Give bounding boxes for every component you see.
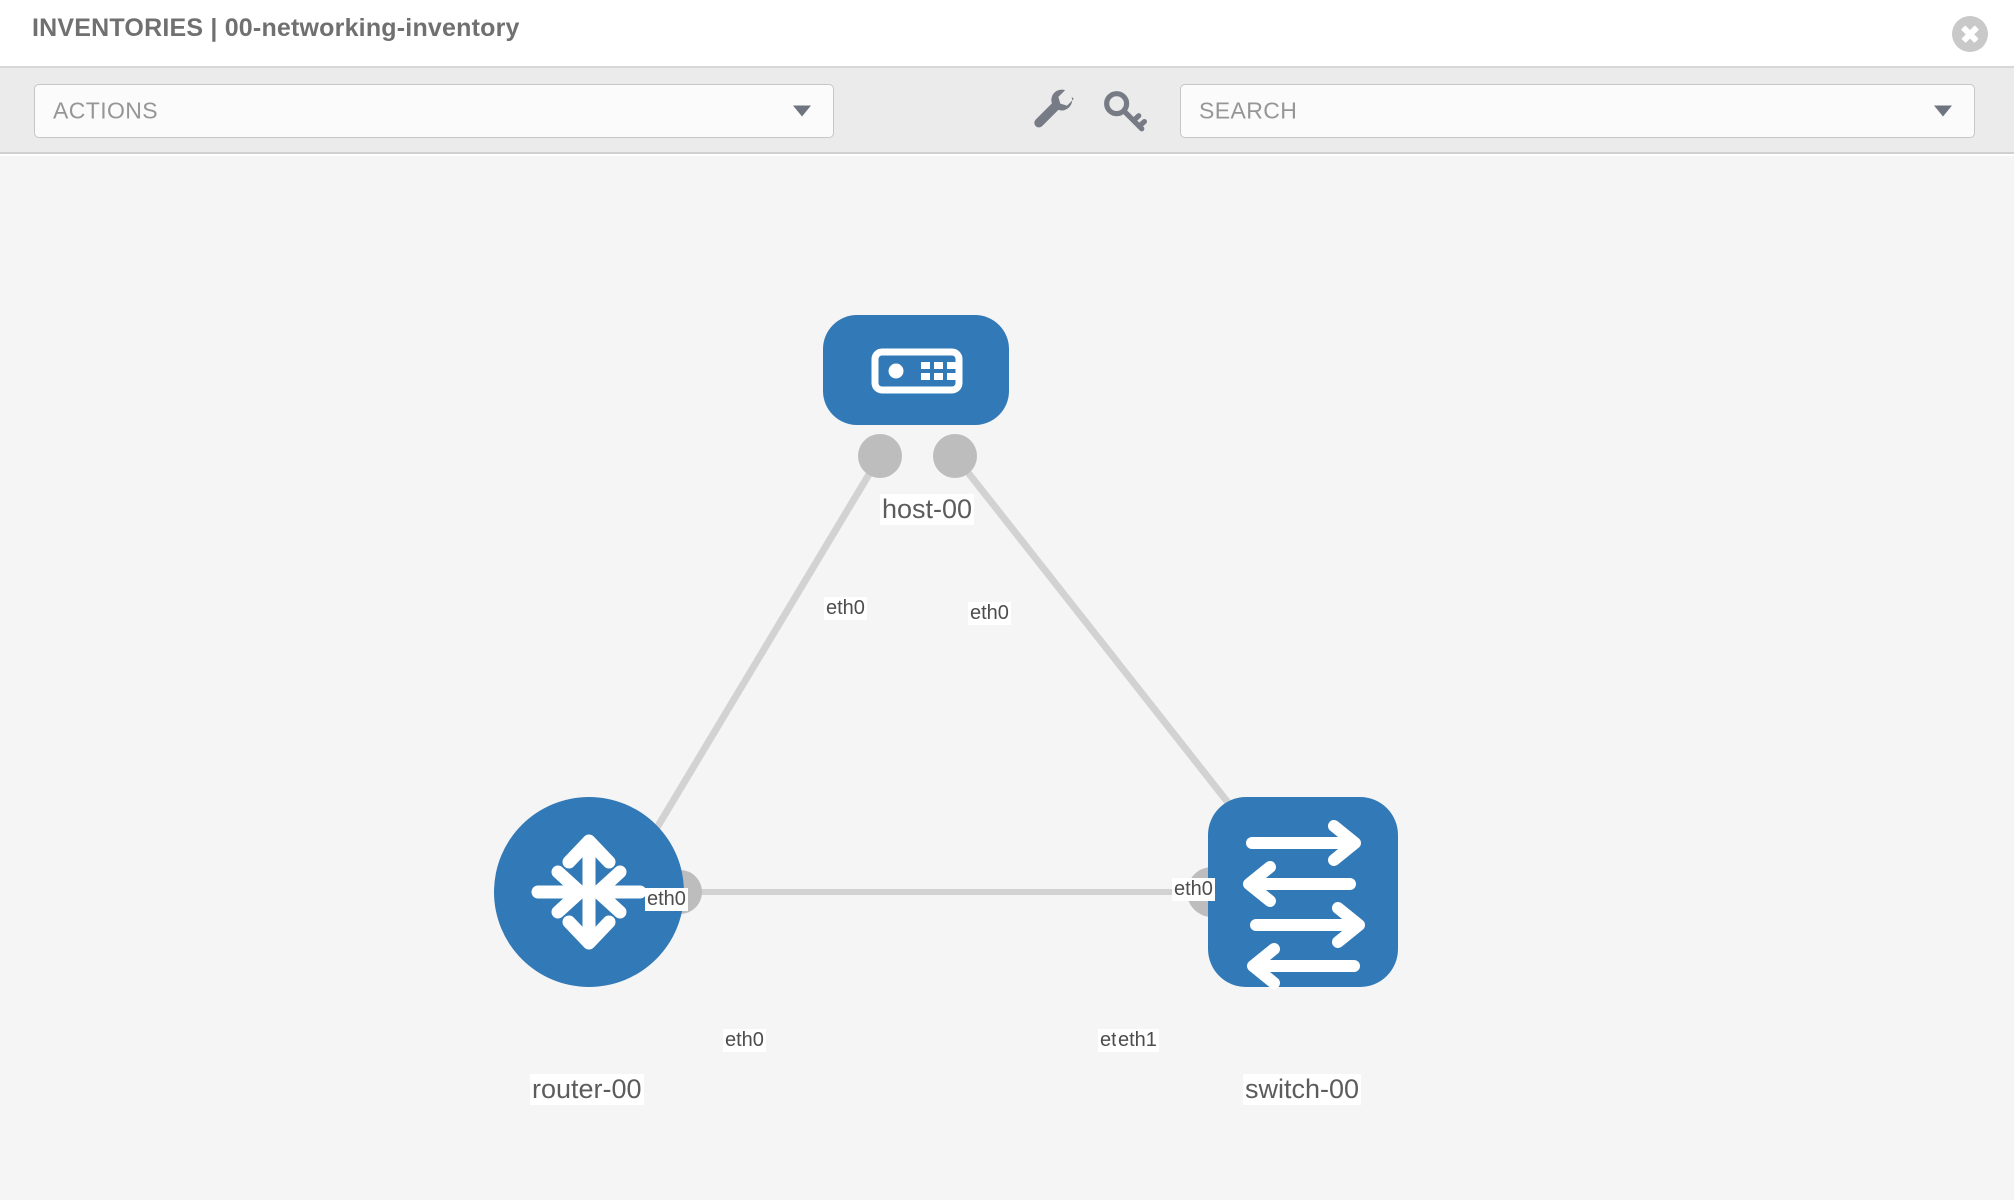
search-placeholder: SEARCH bbox=[1199, 97, 1298, 124]
topology-links bbox=[636, 453, 1251, 895]
link-host00-switch00 bbox=[952, 453, 1251, 831]
chevron-down-icon bbox=[793, 105, 811, 117]
iface-label-host00-eth0-right: eth0 bbox=[968, 602, 1011, 625]
chevron-down-icon[interactable] bbox=[1934, 105, 1952, 117]
node-label-switch-00: switch-00 bbox=[1243, 1074, 1362, 1105]
topology-graph bbox=[494, 315, 1398, 989]
wrench-icon[interactable] bbox=[1030, 85, 1082, 137]
link-host00-router00 bbox=[636, 454, 884, 858]
node-host-00 bbox=[823, 315, 1009, 425]
toolbar: ACTIONS SEARCH bbox=[0, 68, 2014, 154]
server-icon bbox=[871, 348, 963, 394]
iface-label-router00-uplink-eth0: eth0 bbox=[645, 888, 688, 911]
connector-host00-eth0-left bbox=[858, 434, 902, 478]
topology-canvas[interactable]: host-00 router-00 switch-00 eth0 eth0 et… bbox=[0, 156, 2014, 1200]
node-switch-00 bbox=[1208, 797, 1398, 989]
switch-arrows-icon bbox=[1243, 820, 1365, 989]
key-icon[interactable] bbox=[1098, 85, 1150, 137]
router-arrows-icon bbox=[531, 834, 647, 950]
actions-dropdown-label: ACTIONS bbox=[53, 97, 159, 124]
node-label-host-00: host-00 bbox=[880, 494, 975, 525]
iface-label-switch00-eth1: eth1 bbox=[1116, 1029, 1159, 1052]
actions-dropdown[interactable]: ACTIONS bbox=[34, 84, 834, 138]
node-label-router-00: router-00 bbox=[530, 1074, 644, 1105]
page-title: INVENTORIES | 00-networking-inventory bbox=[32, 14, 520, 42]
connector-host00-eth0-right bbox=[933, 434, 977, 478]
iface-label-router00-eth0: eth0 bbox=[723, 1029, 766, 1052]
iface-label-host00-eth0-left: eth0 bbox=[824, 597, 867, 620]
close-icon[interactable] bbox=[1952, 16, 1988, 52]
search-input[interactable]: SEARCH bbox=[1180, 84, 1975, 138]
page-header: INVENTORIES | 00-networking-inventory bbox=[0, 0, 2014, 68]
node-router-00 bbox=[494, 797, 684, 987]
iface-label-switch00-uplink-eth0: eth0 bbox=[1172, 878, 1215, 901]
